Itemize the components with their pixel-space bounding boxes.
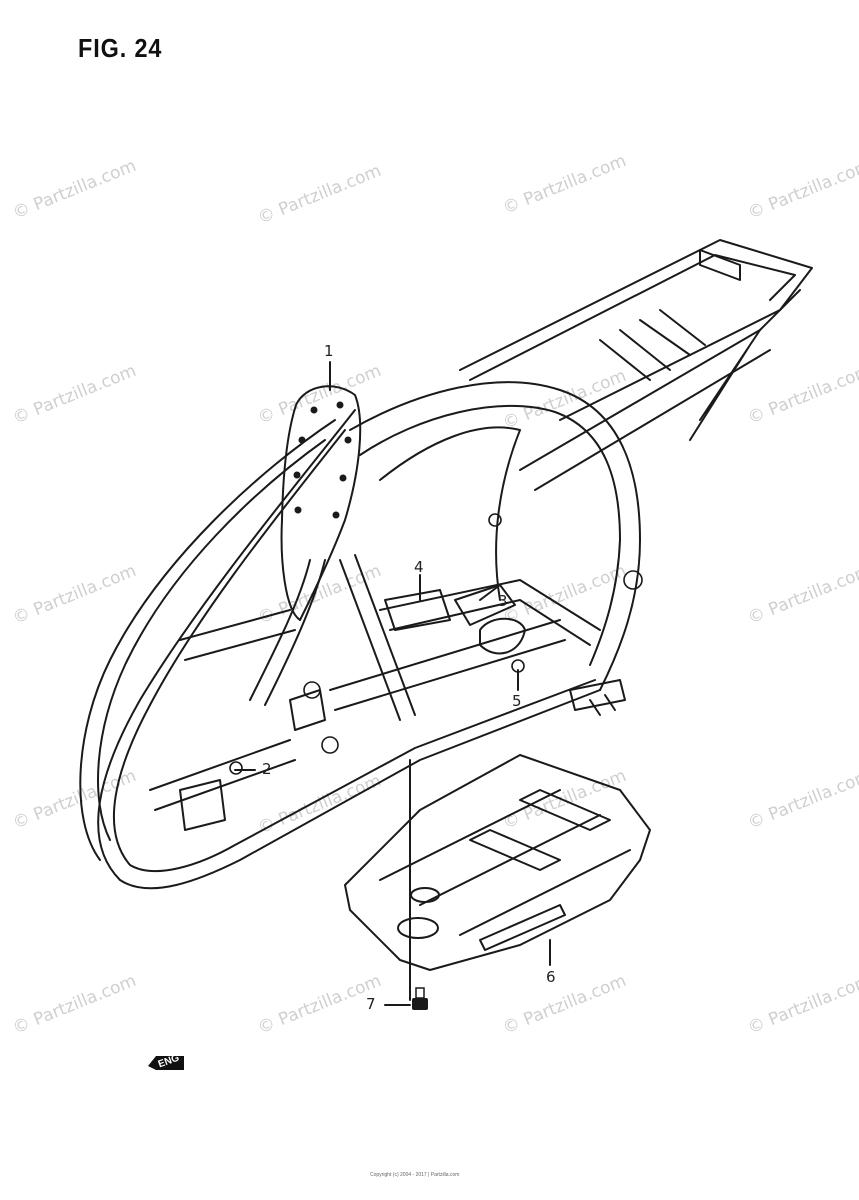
rear-mount-tab	[699, 249, 741, 281]
skid-plate-ridge-2	[419, 814, 601, 906]
mount-boss-left	[289, 689, 326, 731]
engine-mount-bracket-3	[454, 584, 516, 626]
skid-plate-slot-2	[519, 789, 611, 831]
front-left-loop-tube	[97, 409, 601, 890]
lower-cross-member	[379, 579, 601, 646]
callout-7: 7	[366, 995, 376, 1013]
front-left-loop-tube-inner	[112, 429, 596, 873]
gusset-holes	[293, 401, 352, 519]
rear-upper-rail-inner	[469, 254, 796, 381]
lower-left-cross	[149, 739, 296, 811]
skid-plate-slot-3	[479, 904, 566, 951]
figure-title: FIG. 24	[78, 33, 163, 63]
left-inner-cross	[179, 609, 296, 661]
callout-1: 1	[324, 342, 334, 360]
diagonal-brace-left	[339, 554, 416, 721]
callout-3: 3	[498, 592, 508, 610]
lower-bracket	[179, 779, 226, 831]
bolt-7	[412, 987, 428, 1010]
callout-5: 5	[512, 692, 522, 710]
top-tube-inner	[359, 404, 621, 666]
left-outer-rail-inner	[97, 439, 326, 841]
top-tube-lower	[379, 426, 521, 601]
eng-badge-icon	[148, 1056, 184, 1070]
rear-strut	[689, 329, 761, 441]
footrest-tube	[589, 694, 616, 716]
skid-plate-hole-2	[410, 887, 440, 903]
rear-lower-rail	[519, 289, 801, 471]
engine-mount-plate	[384, 589, 451, 631]
rear-cross-1	[599, 309, 706, 381]
callout-4: 4	[414, 558, 424, 576]
top-tube	[349, 381, 641, 691]
skid-plate-slot-1	[469, 829, 561, 871]
skid-plate	[344, 754, 651, 971]
center-cross-member	[329, 619, 566, 711]
callout-6: 6	[546, 968, 556, 986]
leader-3	[479, 584, 501, 601]
footrest-bracket	[569, 679, 626, 711]
copyright-footer: Copyright (c) 2004 - 2017 | Partzilla.co…	[370, 1172, 460, 1178]
skid-plate-hole	[397, 917, 439, 939]
skid-plate-ridge-3	[459, 849, 631, 936]
left-outer-rail	[79, 419, 336, 861]
callout-2: 2	[262, 760, 272, 778]
rear-upper-rail	[459, 239, 813, 421]
diagonal-brace-mid	[249, 559, 326, 706]
grommets	[229, 513, 643, 775]
engine-mount-bracket-right	[479, 617, 526, 655]
